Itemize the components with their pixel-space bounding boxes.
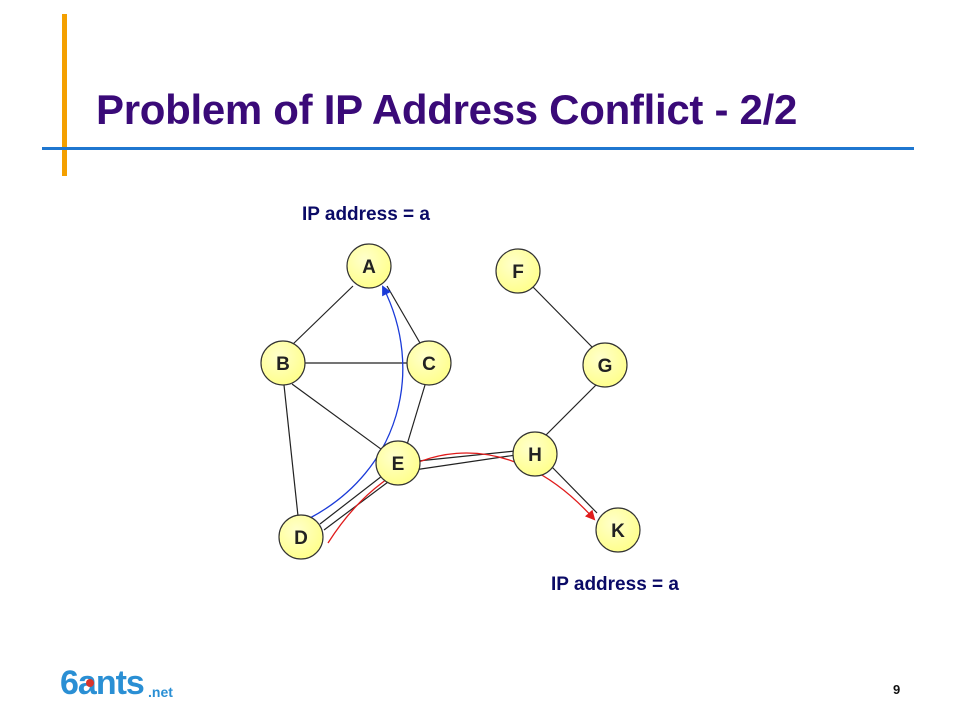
caption-node-a: IP address = a (302, 204, 430, 225)
svg-text:G: G (598, 356, 613, 377)
node-c: C (406, 340, 452, 386)
path-d-to-k (327, 452, 596, 544)
link-d-e (319, 475, 383, 525)
link-h-k (550, 465, 598, 514)
svg-text:H: H (528, 445, 542, 466)
caption-node-k: IP address = a (551, 574, 679, 595)
node-a: A (346, 243, 392, 289)
link-b-e (291, 383, 386, 453)
node-d: D (278, 514, 324, 560)
svg-text:A: A (362, 257, 376, 278)
link-a-c (386, 285, 421, 344)
svg-text:F: F (512, 262, 524, 283)
node-k: K (595, 507, 641, 553)
link-f-g (532, 286, 594, 349)
accent-bar (62, 14, 67, 176)
svg-text:D: D (294, 528, 308, 549)
logo-dot (86, 679, 94, 687)
link-c-d (405, 384, 426, 449)
link-b-d (283, 384, 299, 517)
path-d-to-a (309, 285, 404, 519)
svg-text:E: E (392, 454, 405, 475)
node-g: G (582, 342, 628, 388)
6ants-logo: 6ants .net (60, 664, 180, 708)
link-g-h (544, 382, 599, 437)
link-a-b (290, 285, 354, 347)
node-e: E (375, 440, 421, 486)
svg-text:C: C (422, 354, 436, 375)
node-b: B (260, 340, 306, 386)
title-rule (42, 147, 914, 150)
page-number: 9 (893, 682, 901, 697)
node-f: F (495, 248, 541, 294)
slide-title: Problem of IP Address Conflict - 2/2 (96, 86, 798, 133)
node-h: H (512, 431, 558, 477)
svg-text:K: K (611, 521, 625, 542)
logo-text: 6ants (60, 664, 145, 702)
logo-suffix: .net (148, 684, 173, 700)
svg-text:B: B (276, 354, 290, 375)
link-e-h (417, 450, 516, 462)
